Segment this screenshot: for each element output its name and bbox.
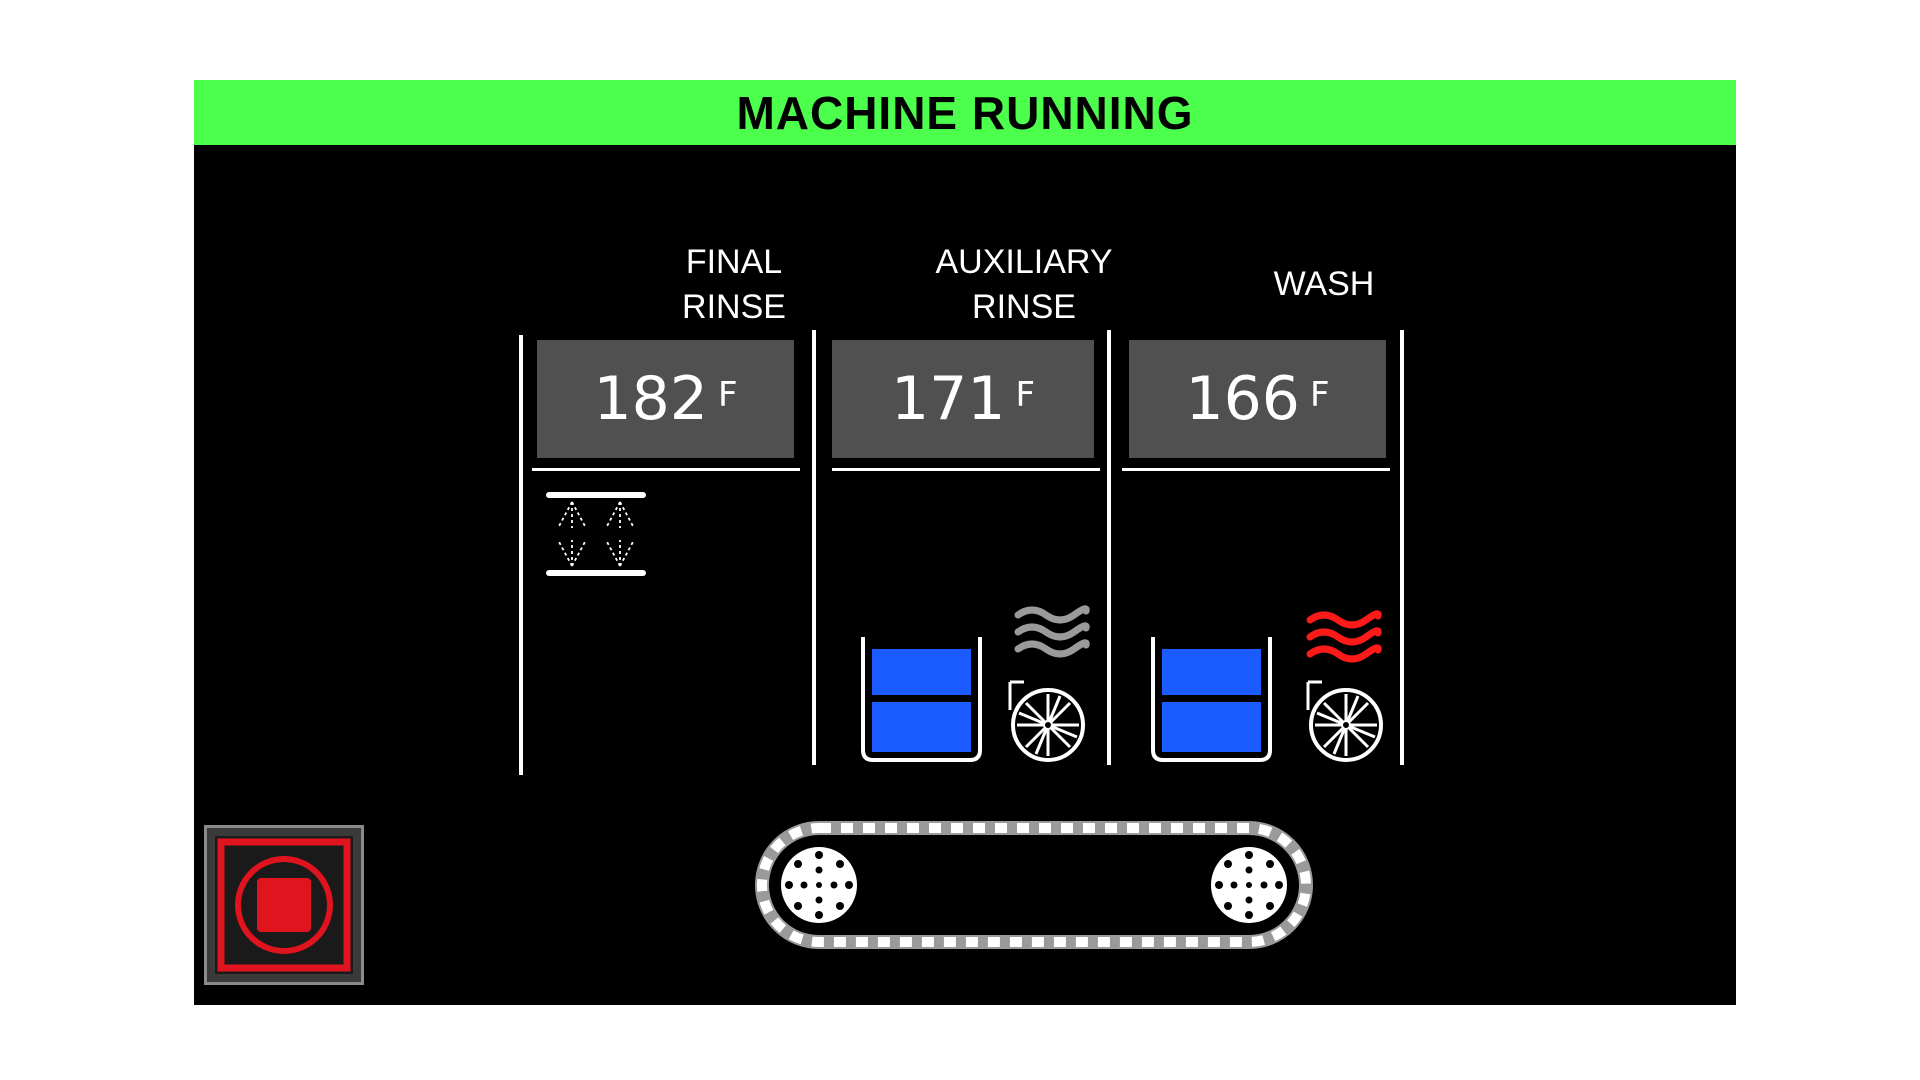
temp-value: 182 (593, 364, 708, 434)
zone-label-line1: WASH (1273, 265, 1375, 303)
temp-unit: F (1015, 375, 1036, 415)
zone-label-wash: WASH (1199, 262, 1449, 307)
zone-label-final-rinse: FINAL RINSE (609, 240, 859, 330)
zone-label-line1: AUXILIARY (935, 243, 1113, 281)
temp-unit: F (717, 375, 738, 415)
zone-divider (519, 335, 523, 775)
zone-label-line2: RINSE (972, 288, 1076, 326)
conveyor-belt-icon (755, 821, 1313, 949)
stop-button[interactable] (204, 825, 364, 985)
machine-status-banner: MACHINE RUNNING (194, 80, 1736, 145)
water-tank-icon (1151, 637, 1272, 762)
temp-display-auxiliary-rinse[interactable]: 171 F (832, 340, 1094, 458)
hmi-screen: MACHINE RUNNING FINAL RINSE AUXILIARY RI… (194, 80, 1736, 1005)
heater-waves-icon (1014, 605, 1090, 658)
zone-separator (532, 468, 800, 471)
zone-label-line2: RINSE (682, 288, 786, 326)
zone-label-line1: FINAL (685, 243, 783, 281)
zone-separator (1122, 468, 1390, 471)
pump-fan-icon (1306, 680, 1383, 762)
temp-value: 171 (890, 364, 1006, 434)
pump-fan-icon (1008, 680, 1085, 762)
zone-separator (832, 468, 1100, 471)
temp-display-final-rinse[interactable]: 182 F (537, 340, 794, 458)
stop-icon (215, 836, 353, 974)
temp-unit: F (1309, 375, 1330, 415)
temp-display-wash[interactable]: 166 F (1129, 340, 1386, 458)
zone-divider (812, 330, 816, 765)
heater-waves-icon (1306, 610, 1382, 663)
zone-divider (1400, 330, 1404, 765)
water-tank-icon (861, 637, 982, 762)
temp-value: 166 (1185, 364, 1300, 434)
zone-divider (1107, 330, 1111, 765)
zone-label-auxiliary-rinse: AUXILIARY RINSE (889, 240, 1159, 330)
spray-nozzle-icon (546, 492, 646, 576)
